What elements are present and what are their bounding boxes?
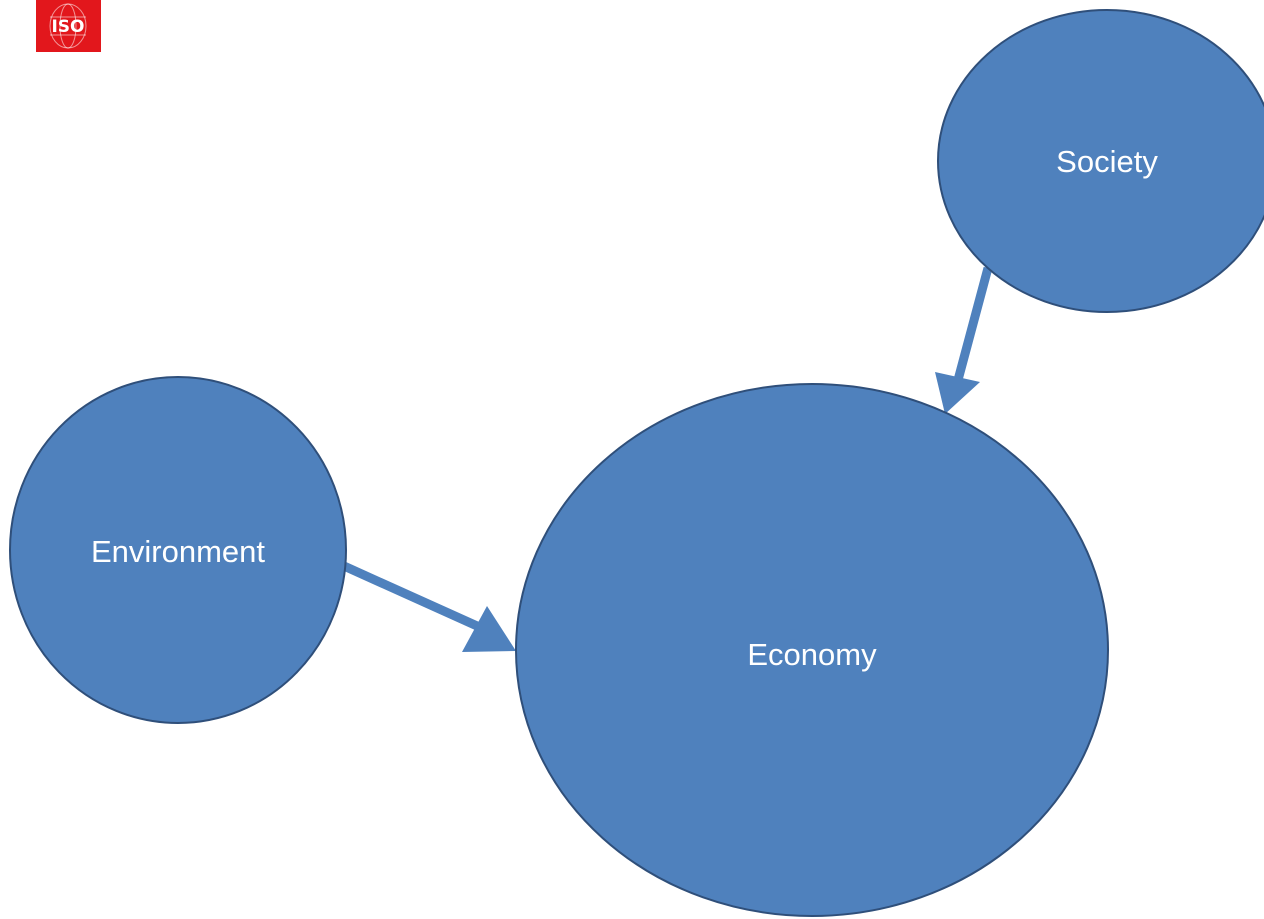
arrow-environment-to-economy-head <box>462 606 516 652</box>
node-economy-circle <box>515 383 1109 917</box>
arrow-society-to-economy <box>935 266 993 414</box>
node-society: Society <box>937 9 1264 313</box>
globe-icon <box>49 3 87 49</box>
arrow-society-to-economy-head <box>935 372 980 414</box>
node-economy: Economy <box>515 383 1109 917</box>
node-economy-label: Economy <box>747 637 877 672</box>
node-environment-label: Environment <box>91 534 265 569</box>
node-society-circle <box>937 9 1264 313</box>
iso-logo-background <box>36 0 101 52</box>
iso-logo: ISO <box>36 0 101 52</box>
node-environment-circle <box>9 376 347 724</box>
node-society-label: Society <box>1056 144 1158 179</box>
node-environment: Environment <box>9 376 347 724</box>
iso-logo-text: ISO <box>51 17 84 37</box>
arrow-environment-to-economy <box>342 561 516 652</box>
arrow-society-to-economy-shaft <box>953 266 993 382</box>
arrow-environment-to-economy-shaft <box>342 561 488 635</box>
